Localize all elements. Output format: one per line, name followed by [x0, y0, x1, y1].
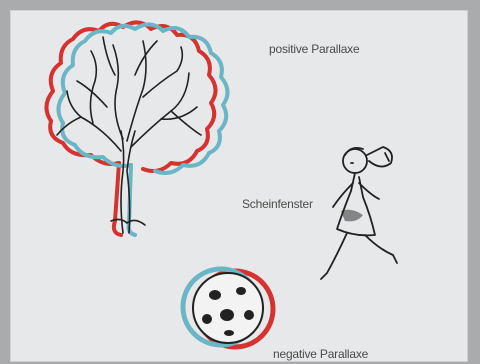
ball-illustration — [11, 11, 467, 361]
diagram-panel: positive Parallaxe Scheinfenster negativ… — [10, 10, 468, 362]
positive-parallax-label: positive Parallaxe — [269, 42, 359, 56]
negative-parallax-label: negative Parallaxe — [273, 347, 368, 361]
window-label: Scheinfenster — [242, 197, 313, 211]
